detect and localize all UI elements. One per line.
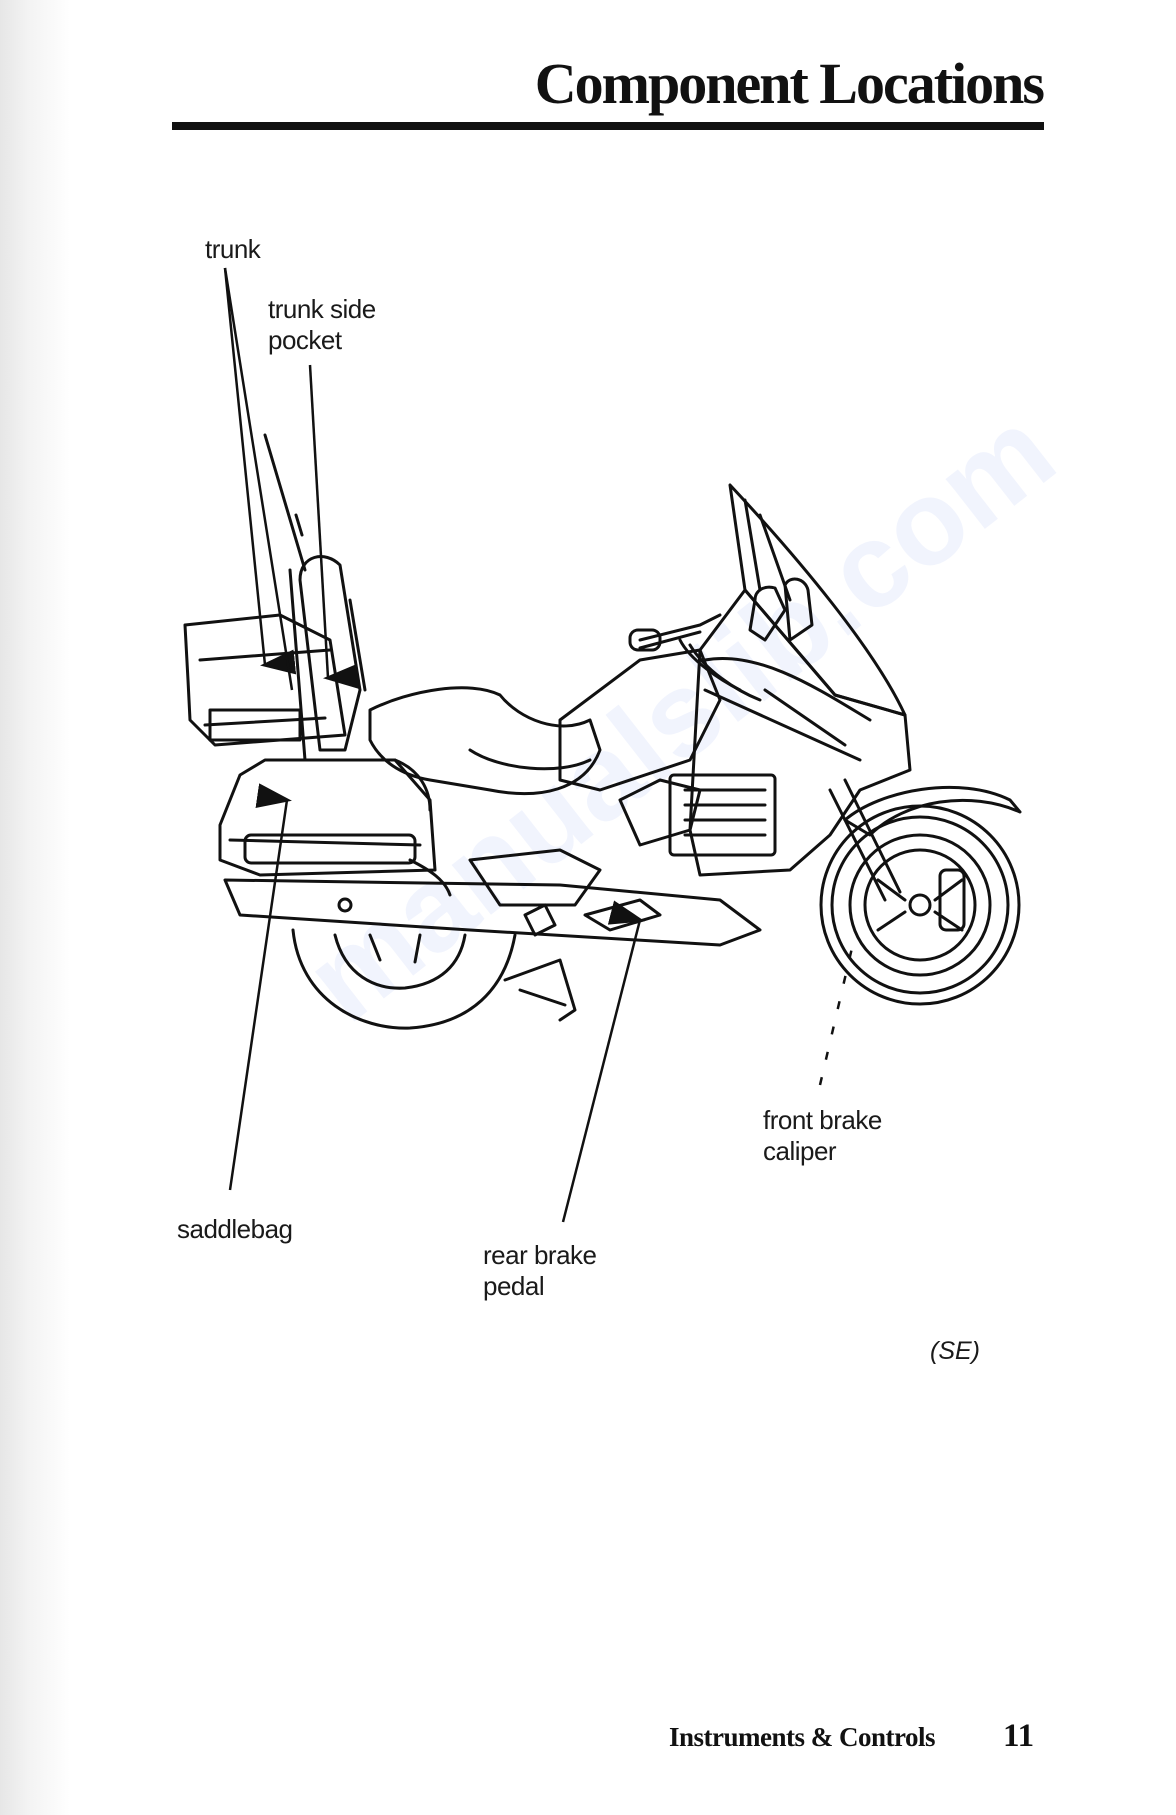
binding-shadow <box>0 0 70 1815</box>
center-stand <box>503 958 577 1022</box>
leader-saddlebag <box>228 783 292 1191</box>
page-number: 11 <box>1003 1718 1035 1754</box>
footer-section-title: Instruments & Controls <box>669 1722 936 1752</box>
front-wheel <box>819 804 1021 1006</box>
page-title: Component Locations <box>534 51 1045 116</box>
front-fairing <box>688 588 912 877</box>
rear-wheel <box>291 928 517 1030</box>
fuel-tank <box>558 648 722 792</box>
exhaust <box>223 878 762 947</box>
title-rule <box>172 122 1044 130</box>
front-fender <box>843 785 1022 837</box>
model-tag: (SE) <box>930 1337 980 1365</box>
leader-rear-brake-pedal <box>561 900 645 1223</box>
backrest <box>298 555 362 752</box>
callout-trunk: trunk <box>205 234 261 264</box>
saddlebag-body <box>218 758 437 877</box>
leader-trunk <box>223 267 297 675</box>
antenna <box>263 433 307 572</box>
motorcycle-drawing <box>183 433 1022 1030</box>
seat <box>368 686 602 796</box>
callout-lines <box>223 267 857 1223</box>
callout-saddlebag: saddlebag <box>177 1214 293 1244</box>
leader-trunk-side-pocket <box>308 364 359 689</box>
callout-trunk-side-pocket: trunk side pocket <box>268 294 376 355</box>
callout-rear-brake-pedal: rear brake pedal <box>483 1240 597 1301</box>
callout-front-brake-caliper: front brake caliper <box>763 1105 882 1166</box>
